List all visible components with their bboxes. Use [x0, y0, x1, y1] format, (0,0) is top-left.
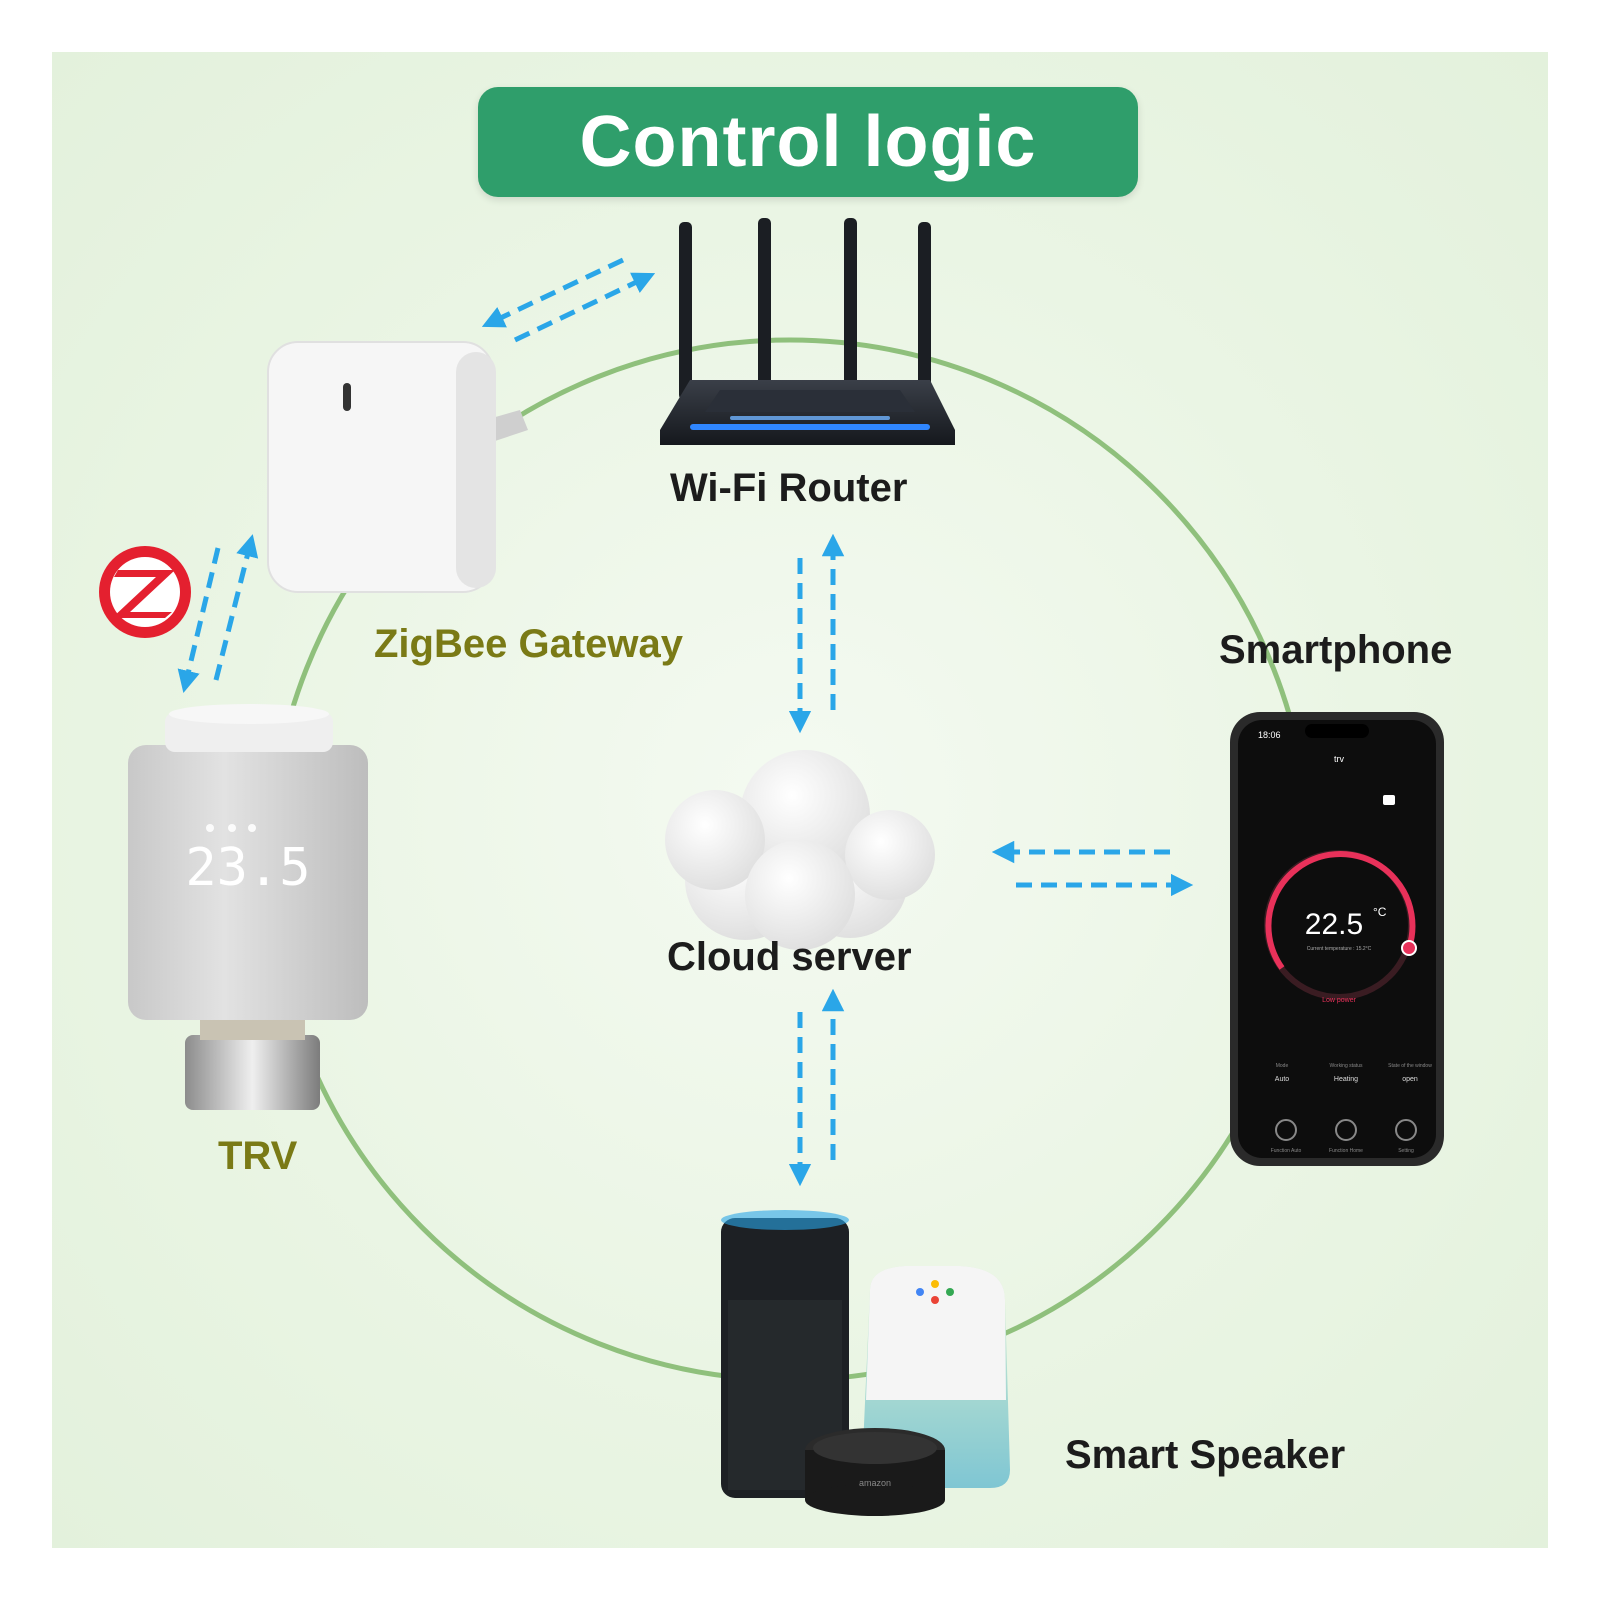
label-zigbee-gateway: ZigBee Gateway [374, 622, 684, 666]
zigbee-logo-icon [99, 546, 191, 638]
arrow-cloud-speaker [788, 988, 845, 1187]
cloud-icon [665, 750, 935, 950]
arrow-router-cloud [788, 533, 845, 734]
phone-nav-2: Setting [1398, 1148, 1414, 1154]
trv-display: 23.5 [185, 838, 310, 898]
smartphone-icon [1230, 712, 1444, 1166]
phone-temp-unit: °C [1373, 905, 1387, 919]
phone-current-temp: Current temperature : 15.2°C [1307, 946, 1372, 952]
gateway-icon [267, 341, 528, 593]
phone-nav-1: Function Home [1329, 1148, 1363, 1154]
arrow-cloud-smartphone [991, 840, 1194, 897]
phone-stat-0-value: Auto [1275, 1076, 1290, 1083]
router-icon [660, 218, 955, 445]
phone-stat-0-label: Mode [1276, 1063, 1289, 1069]
phone-low-power: Low power [1322, 997, 1357, 1004]
smart-speaker-icon [721, 1210, 1010, 1516]
trv-status-icons [206, 824, 256, 832]
phone-status-time: 18:06 [1258, 730, 1281, 740]
label-smartphone: Smartphone [1219, 628, 1453, 672]
phone-stat-1-value: Heating [1334, 1076, 1358, 1083]
phone-nav-0: Function Auto [1271, 1148, 1302, 1154]
title-banner: Control logic [478, 87, 1138, 197]
phone-nav-icons [1275, 1119, 1417, 1141]
phone-temperature: 22.5 [1305, 908, 1363, 941]
speaker-brand: amazon [859, 1478, 891, 1488]
label-wifi-router: Wi-Fi Router [670, 466, 908, 510]
label-cloud-server: Cloud server [667, 935, 912, 979]
phone-header: trv [1334, 754, 1344, 764]
phone-stat-2-value: open [1402, 1076, 1418, 1083]
diagram-title: Control logic [579, 102, 1037, 182]
trv-icon [128, 704, 368, 1110]
arrow-gateway-trv [177, 534, 259, 693]
label-smart-speaker: Smart Speaker [1065, 1433, 1346, 1477]
label-trv: TRV [218, 1134, 298, 1178]
arrow-gateway-router [481, 257, 656, 343]
phone-stat-2-label: State of the window [1388, 1063, 1432, 1069]
phone-stat-1-label: Working status [1330, 1063, 1363, 1069]
